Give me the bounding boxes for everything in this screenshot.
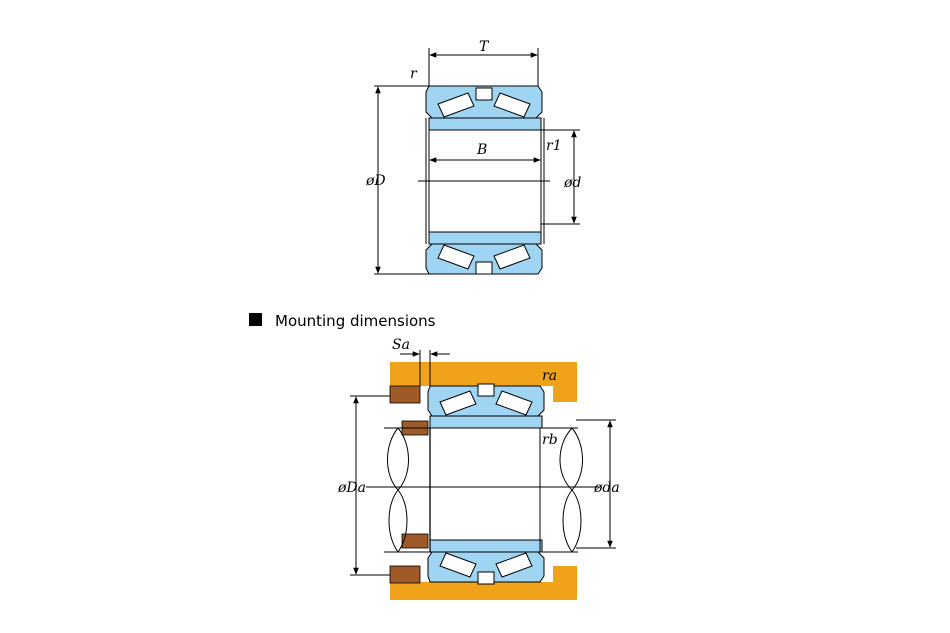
roller	[493, 244, 531, 270]
spacer	[389, 385, 421, 404]
section-bullet	[249, 313, 262, 326]
roller	[437, 92, 475, 118]
label-r1: r1	[546, 138, 562, 154]
section-title: Mounting dimensions	[275, 312, 436, 330]
spacer	[401, 533, 429, 549]
label-r: r	[410, 66, 418, 82]
bearing-section-top: T r B r1 øD ød	[365, 39, 581, 275]
label-d: ød	[563, 175, 581, 191]
label-T: T	[479, 39, 490, 55]
mounting-section: Sa ra rb øDa øda	[337, 337, 620, 600]
label-rb: rb	[542, 432, 558, 448]
roller	[493, 92, 531, 118]
label-B: B	[476, 142, 487, 158]
spacer	[389, 565, 421, 584]
roller	[437, 244, 475, 270]
label-Da: øDa	[337, 480, 366, 496]
label-da: øda	[593, 480, 620, 496]
label-ra: ra	[542, 368, 557, 384]
label-Sa: Sa	[392, 337, 410, 353]
label-D: øD	[365, 173, 386, 189]
